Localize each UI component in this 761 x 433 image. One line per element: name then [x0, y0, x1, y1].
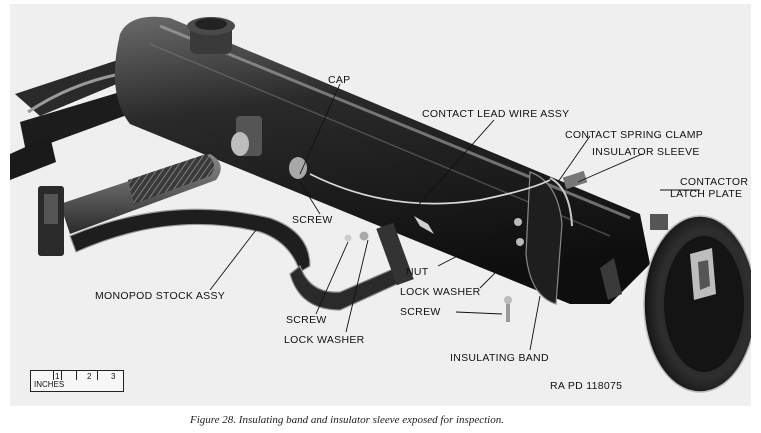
muzzle-flare: [643, 215, 751, 393]
label-contact-spring-clamp: CONTACT SPRING CLAMP: [565, 129, 704, 141]
scale-tick: [76, 371, 77, 380]
scale-unit: INCHES: [34, 380, 65, 389]
label-lock-washer-lower: LOCK WASHER: [284, 334, 365, 346]
monopod-stock: [69, 208, 414, 311]
label-lock-washer-right: LOCK WASHER: [400, 286, 481, 298]
label-contact-lead-wire-assy: CONTACT LEAD WIRE ASSY: [422, 108, 570, 120]
figure-plate: CAP CONTACT LEAD WIRE ASSY CONTACT SPRIN…: [10, 4, 751, 406]
plate-id: RA PD 118075: [550, 380, 623, 392]
tube-cap: [187, 17, 307, 179]
scale-number: 3: [111, 372, 116, 381]
inch-scale: 1 2 3 INCHES: [30, 370, 124, 392]
label-nut: NUT: [406, 266, 429, 278]
scale-tick: [53, 371, 54, 380]
launcher-illustration: [10, 16, 751, 393]
callout-lines: [209, 83, 700, 351]
label-insulator-sleeve: INSULATOR SLEEVE: [592, 146, 700, 158]
scale-tick: [97, 371, 98, 380]
label-screw-right: SCREW: [400, 306, 441, 318]
label-latch-plate: LATCH PLATE: [670, 188, 743, 200]
label-cap: CAP: [328, 74, 351, 86]
scale-number: 1: [55, 372, 60, 381]
label-screw-lower: SCREW: [286, 314, 327, 326]
insulator-band-region: [309, 170, 668, 322]
scale-tick: [61, 371, 62, 380]
scale-number: 2: [87, 372, 92, 381]
figure-caption: Figure 28. Insulating band and insulator…: [190, 414, 504, 426]
label-insulating-band: INSULATING BAND: [450, 352, 549, 364]
label-screw-upper: SCREW: [292, 214, 333, 226]
grip-handle: [38, 154, 221, 256]
label-contactor: CONTACTOR: [680, 176, 749, 188]
label-monopod-stock-assy: MONOPOD STOCK ASSY: [95, 290, 226, 302]
